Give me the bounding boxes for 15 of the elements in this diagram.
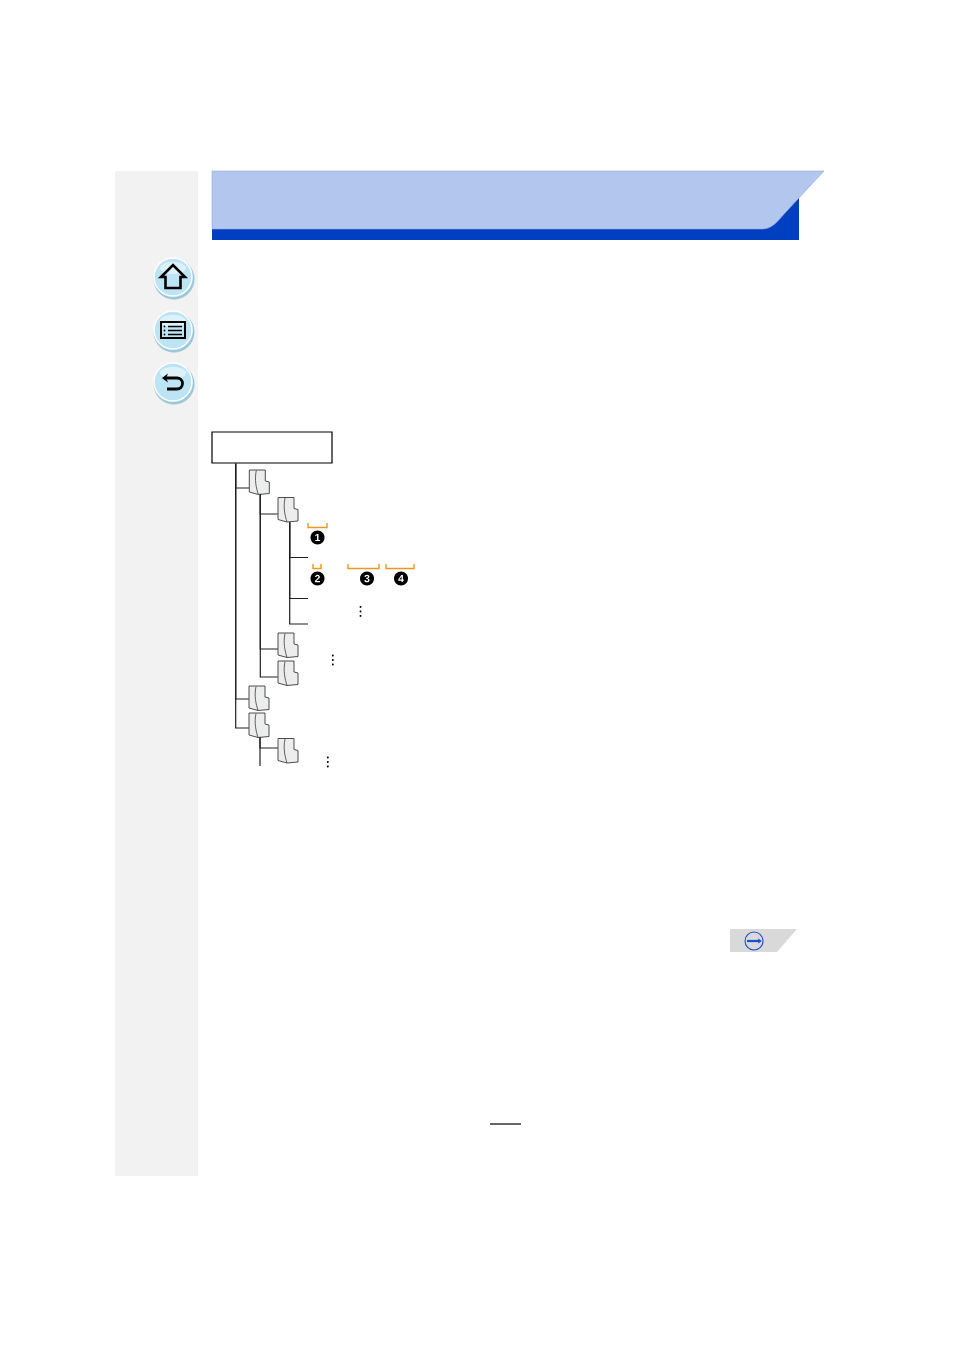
empty-box [211,431,333,464]
folder-icon [277,660,299,686]
tree-line [289,521,309,625]
tree-line [259,736,261,767]
tree-line [259,493,279,678]
callout-number: 3 [360,571,374,586]
callout-number: 4 [394,571,408,586]
folder-icon [248,712,270,738]
folder-icon [277,632,299,658]
folder-icon [248,685,270,711]
callout-number: 2 [310,571,325,586]
folder-icon [248,469,270,495]
callout-number: 1 [310,530,325,545]
folder-icon [277,738,299,764]
folder-icon [277,497,299,523]
